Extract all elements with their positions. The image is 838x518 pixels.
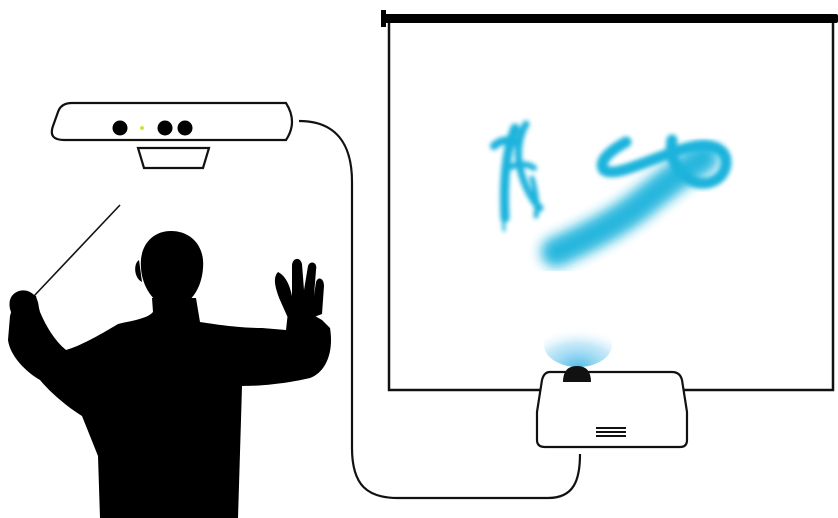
projector [537, 366, 687, 447]
sensor-led-icon [140, 126, 144, 130]
projector-light-beam [544, 323, 612, 367]
sensor-camera-left-icon [113, 121, 128, 136]
sensor-camera-right-icon [178, 121, 193, 136]
sensor-body [52, 103, 292, 140]
conductor-raised-hand [275, 259, 324, 320]
sensor-camera-center-icon [158, 121, 173, 136]
screen-roller-bar [383, 14, 838, 23]
sensor-stand [138, 148, 209, 168]
conductor-head [141, 231, 203, 304]
depth-sensor [52, 103, 292, 168]
screen-roller-cap [381, 10, 386, 27]
conductor-silhouette [8, 205, 331, 518]
projection-screen [381, 10, 838, 390]
conductor-body [8, 292, 331, 518]
screen-surface [389, 21, 833, 390]
conductor-baton [34, 205, 120, 296]
